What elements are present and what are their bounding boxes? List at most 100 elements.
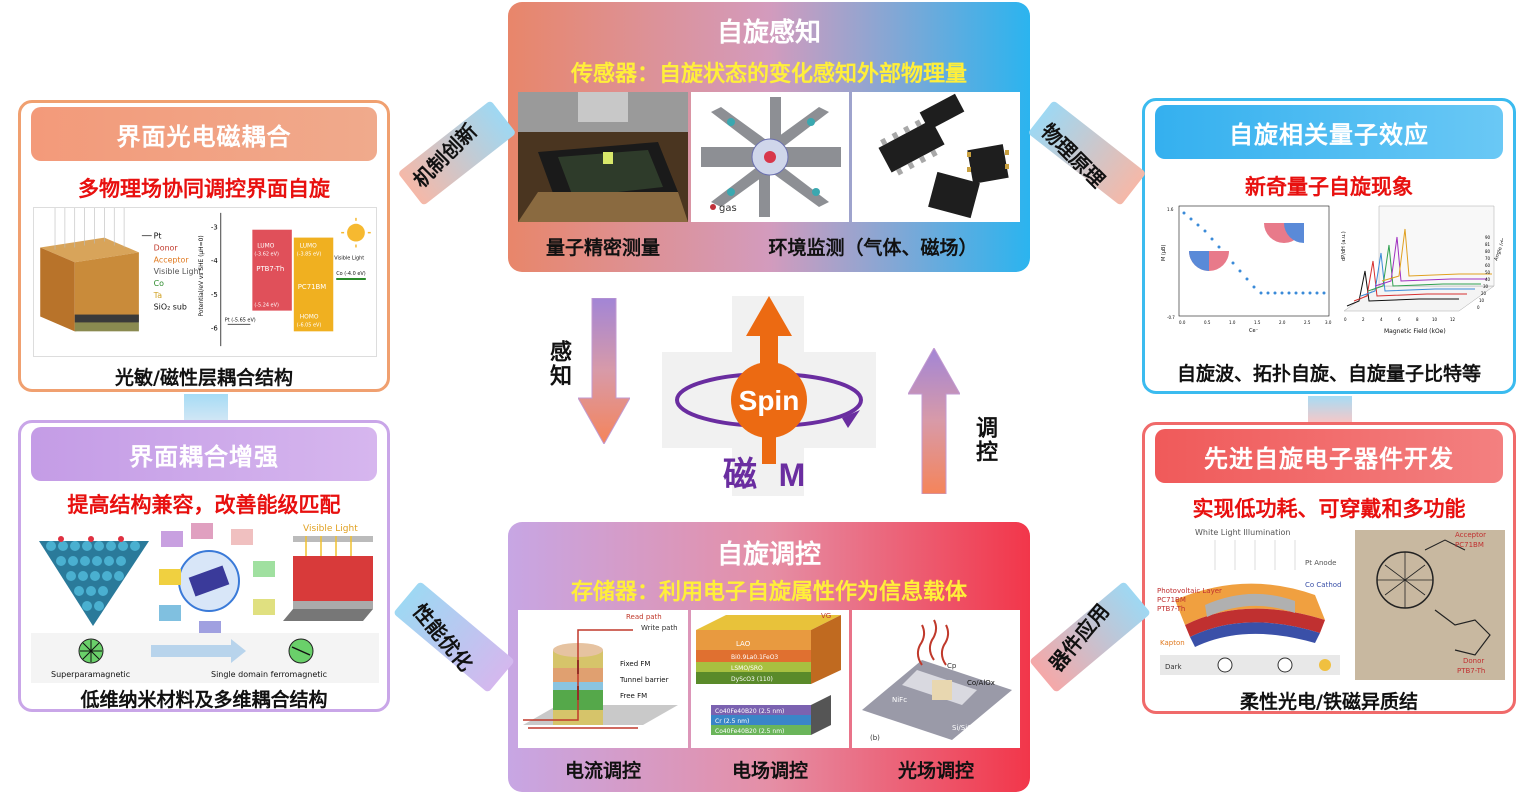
ptb7-layer-label: PTB7-Th — [1157, 605, 1185, 613]
legend-ta: Ta — [153, 291, 163, 300]
quantum-measurement-image — [518, 92, 688, 222]
read-path-label: Read path — [626, 613, 662, 621]
sisio2-label: Si/SiO2 — [952, 724, 977, 732]
quantum-measurement-illustration — [518, 92, 688, 222]
spin-ball — [731, 362, 807, 438]
tunnel-barrier-label: Tunnel barrier — [619, 676, 669, 684]
pc71bm-label: PC71BM — [298, 283, 326, 291]
right-plot-xtick-1: 0 — [1344, 317, 1347, 322]
kapton-label: Kapton — [1160, 639, 1185, 647]
spin-sensing-panel: 自旋感知 传感器：自旋状态的变化感知外部物理量 — [508, 2, 1030, 272]
mtj-illustration: Read path Write path Fixed FM Tunnel bar… — [518, 610, 688, 748]
mtj-current-control-image: Read path Write path Fixed FM Tunnel bar… — [518, 610, 688, 748]
angle-tick-10: 10 — [1479, 298, 1485, 303]
cofeb1-label: Co40Fe40B20 (2.5 nm) — [715, 708, 784, 715]
control-label: 调控 — [972, 416, 997, 464]
gas-label: gas — [719, 203, 737, 214]
superparamagnetic-label: Superparamagnetic — [51, 670, 130, 679]
left-plot-xtick-5: 2.0 — [1279, 320, 1286, 325]
acceptor-label: Acceptor — [1455, 531, 1486, 539]
m-label: M — [779, 457, 806, 493]
donor-label: Donor — [1463, 657, 1484, 665]
spin-quantum-effects-caption: 自旋波、拓扑自旋、自旋量子比特等 — [1176, 363, 1481, 385]
ptb7-label: PTB7-Th — [256, 265, 284, 273]
white-light-label: White Light Illumination — [1195, 528, 1291, 537]
nanomaterials-illustration: Visible Light Superparamagnetic Single d… — [31, 521, 379, 683]
lsmo-label: LSMO/SRO — [731, 665, 763, 672]
spin-control-panel: 自旋调控 存储器：利用电子自旋属性作为信息载体 Read path Write … — [508, 522, 1030, 792]
gas-molecule-illustration: gas — [691, 92, 849, 222]
sensing-label: 感知 — [546, 340, 571, 388]
lao-label: LAO — [736, 640, 751, 648]
spin-control-title: 自旋调控 — [716, 540, 821, 570]
angle-tick-40: 40 — [1485, 277, 1491, 282]
interface-optoelectromagnetic-panel: 界面光电磁耦合 多物理场协同调控界面自旋 Pt Donor Acceptor V… — [18, 100, 390, 392]
homo-label: HOMO — [300, 315, 319, 321]
legend-sio2: SiO₂ sub — [154, 303, 187, 312]
sensor-chips-image — [852, 92, 1020, 222]
energy-tick-2: -4 — [211, 257, 218, 265]
spintronic-devices-subtitle: 实现低功耗、可穿戴和多功能 — [1192, 497, 1466, 521]
visible-light-heterostructure-label: Visible Light — [303, 524, 358, 534]
energy-level-illustration: Pt Donor Acceptor Visible Light Co Ta Si… — [35, 208, 375, 356]
electric-field-illustration: LAO Bi0.9La0.1FeO3 LSMO/SRO DyScO3 (110)… — [691, 610, 849, 748]
right-vertical-connector — [1308, 396, 1352, 422]
left-plot-xtick-3: 1.0 — [1229, 320, 1236, 325]
angle-tick-80: 80 — [1485, 249, 1491, 254]
caption-quantum-measurement: 量子精密测量 — [545, 237, 660, 259]
angle-tick-0: 0 — [1477, 305, 1480, 310]
caption-environment-monitoring: 环境监测（气体、磁场） — [768, 237, 978, 259]
left-plot-xtick-1: 0.0 — [1179, 320, 1186, 325]
angle-tick-70: 70 — [1485, 256, 1491, 261]
legend-acceptor: Acceptor — [154, 255, 190, 264]
spintronic-devices-title: 先进自旋电子器件开发 — [1155, 429, 1503, 483]
caption-electric-field-control: 电场调控 — [731, 760, 808, 782]
gas-sensing-molecule-image: gas — [691, 92, 849, 222]
interface-optoelectromagnetic-subtitle: 多物理场协同调控界面自旋 — [78, 177, 330, 201]
caption-current-control: 电流调控 — [564, 760, 641, 782]
acceptor-sub-label: PC71BM — [1455, 541, 1484, 549]
spin-quantum-effects-subtitle: 新奇量子自旋现象 — [1245, 175, 1413, 199]
cp-label: Cp — [947, 662, 957, 670]
lumo-value-2: (-3.85 eV) — [297, 251, 322, 257]
energy-tick-4: -6 — [211, 324, 218, 332]
orbit-arrowhead — [842, 410, 860, 428]
free-fm-label: Free FM — [620, 692, 647, 700]
electric-field-control-image: LAO Bi0.9La0.1FeO3 LSMO/SRO DyScO3 (110)… — [691, 610, 849, 748]
photovoltaic-label: Photovoltaic Layer — [1157, 587, 1222, 595]
spin-up-arrow — [746, 296, 792, 374]
spin-control-subtitle: 存储器：利用电子自旋属性作为信息载体 — [570, 580, 967, 605]
flexible-heterojunction-image: White Light Illumination Photovoltaic La… — [1155, 525, 1507, 683]
right-plot-ylabel: dP/dH (a.u.) — [1341, 231, 1347, 261]
right-plot-xtick-3: 4 — [1380, 317, 1383, 322]
cr-label: Cr (2.5 nm) — [715, 718, 749, 725]
optical-field-control-image: NiFc Co/AlOx Si/SiO2 (b) Cp — [852, 610, 1020, 748]
vg-label: VG — [821, 612, 831, 620]
left-plot-xtick-4: 1.5 — [1254, 320, 1261, 325]
right-plot-xtick-5: 8 — [1416, 317, 1419, 322]
pcbm-label: PC71BM — [1157, 596, 1186, 604]
donor-sub-label: PTB7-Th — [1457, 667, 1485, 675]
angle-tick-60: 60 — [1485, 263, 1491, 268]
left-plot-xlabel: Ce⁻ — [1249, 328, 1259, 334]
energy-level-diagram-image: Pt Donor Acceptor Visible Light Co Ta Si… — [33, 207, 377, 357]
left-plot-xtick-6: 2.5 — [1304, 320, 1311, 325]
interface-coupling-caption: 低维纳米材料及多维耦合结构 — [80, 689, 328, 711]
co-cathode-label: Co Cathod — [1305, 581, 1341, 589]
spin-quantum-effects-title: 自旋相关量子效应 — [1155, 105, 1503, 159]
spin-label: Spin — [739, 385, 800, 416]
interface-optoelectromagnetic-caption: 光敏/磁性层耦合结构 — [115, 367, 293, 389]
right-plot-xtick-6: 10 — [1432, 317, 1438, 322]
quantum-plots-illustration: M (μB) 1.6 -0.7 0.0 0.5 1.0 1.5 2.0 2.5 … — [1159, 201, 1503, 341]
legend-pt: Pt — [154, 232, 162, 241]
lumo-label-1: LUMO — [257, 243, 274, 249]
cofeb2-label: Co40Fe40B20 (2.5 nm) — [715, 728, 784, 735]
optical-field-illustration: NiFc Co/AlOx Si/SiO2 (b) Cp — [852, 610, 1020, 748]
coalox-label: Co/AlOx — [967, 679, 995, 687]
caption-optical-field-control: 光场调控 — [897, 760, 974, 782]
spin-quantum-effects-panel: 自旋相关量子效应 新奇量子自旋现象 M (μB) 1.6 -0.7 0.0 0.… — [1142, 98, 1516, 394]
lumo-value-1: (-3.62 eV) — [254, 251, 279, 257]
control-up-arrow — [908, 348, 960, 494]
angle-tick-90: 90 — [1485, 235, 1491, 240]
sensor-chips-illustration — [852, 92, 1020, 222]
